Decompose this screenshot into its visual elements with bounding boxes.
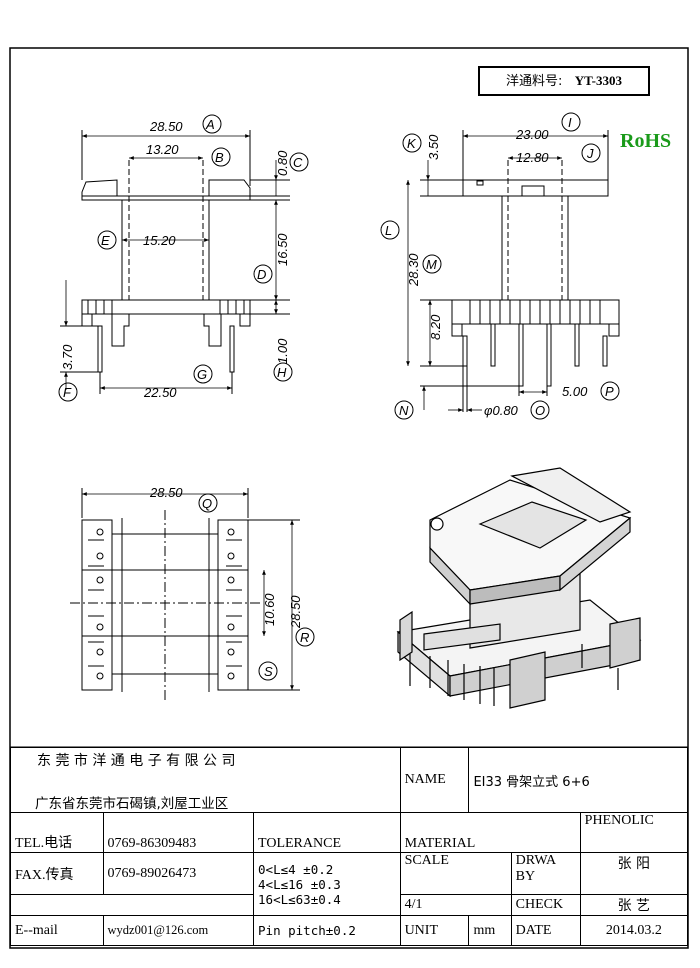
sheet-border bbox=[9, 47, 689, 949]
tolerance-range-1: 0<L≤4 ±0.2 bbox=[258, 861, 334, 877]
side-view bbox=[420, 130, 620, 412]
dim-f-value: 3.70 bbox=[60, 344, 75, 370]
front-dimensions bbox=[64, 134, 278, 390]
side-labels: 23.00 I 12.80 J K 3.50 L 28.30 M 8.20 N … bbox=[380, 112, 620, 420]
dim-o-value: φ0.80 bbox=[484, 403, 519, 418]
ref-s: S bbox=[264, 664, 273, 679]
dim-k-value: 3.50 bbox=[426, 134, 441, 160]
side-dimensions bbox=[406, 134, 608, 412]
ref-b: B bbox=[215, 150, 224, 165]
ref-p: P bbox=[605, 384, 614, 399]
dim-s-value: 10.60 bbox=[262, 593, 277, 626]
fax-value: 0769-89026473 bbox=[102, 852, 255, 895]
date-label: DATE bbox=[510, 915, 581, 946]
ref-r: R bbox=[300, 630, 309, 645]
material-label: MATERIAL bbox=[399, 812, 581, 853]
ref-i: I bbox=[568, 115, 572, 130]
ref-n: N bbox=[399, 403, 409, 418]
fax-label: FAX.传真 bbox=[10, 852, 104, 895]
ref-k: K bbox=[407, 136, 417, 151]
unit-label: UNIT bbox=[399, 915, 470, 946]
ref-f: F bbox=[63, 385, 72, 400]
dim-m2-value: 8.20 bbox=[428, 314, 443, 340]
name-value: EI33 骨架立式 6+6 bbox=[468, 747, 688, 813]
name-label: NAME bbox=[399, 747, 470, 813]
ref-j: J bbox=[586, 146, 594, 161]
date-value: 2014.03.2 bbox=[579, 915, 689, 946]
ref-m: M bbox=[426, 257, 437, 272]
dim-e-value: 15.20 bbox=[143, 233, 176, 248]
tolerance-label: TOLERANCE bbox=[253, 812, 401, 853]
part-number-value: YT-3303 bbox=[574, 73, 622, 88]
dim-b-value: 13.20 bbox=[146, 142, 179, 157]
company-address: 广东省东莞市石碣镇,刘屋工业区 bbox=[35, 796, 229, 812]
front-labels: 28.50 A 13.20 B 15.20 E 0.80 C 16.50 D 1… bbox=[58, 114, 309, 402]
dim-q-value: 28.50 bbox=[149, 485, 183, 500]
ref-g: G bbox=[197, 367, 207, 382]
dim-r-value: 28.50 bbox=[288, 595, 303, 629]
email-value: wydz001@126.com bbox=[102, 915, 255, 946]
check-label: CHECK bbox=[510, 894, 581, 916]
bottom-dimensions bbox=[82, 492, 294, 690]
scale-value: 4/1 bbox=[399, 894, 512, 916]
check-value: 张 艺 bbox=[579, 894, 689, 916]
email-label: E--mail bbox=[10, 915, 104, 946]
bottom-labels: 28.50 Q 28.50 R 10.60 S bbox=[149, 485, 315, 681]
dim-h-value: 1.00 bbox=[275, 338, 290, 364]
tolerance-range-2: 4<L≤16 ±0.3 bbox=[258, 876, 341, 892]
tel-label: TEL.电话 bbox=[10, 812, 104, 853]
ref-l: L bbox=[385, 223, 392, 238]
ref-h: H bbox=[277, 365, 287, 380]
bottom-view bbox=[70, 488, 300, 700]
ref-a: A bbox=[205, 117, 215, 132]
company-cell: 东 莞 市 洋 通 电 子 有 限 公 司 广东省东莞市石碣镇,刘屋工业区 bbox=[10, 747, 401, 813]
dim-d-value: 16.50 bbox=[275, 233, 290, 266]
part-number-box: 洋通料号: YT-3303 bbox=[478, 66, 650, 96]
dim-l-value: 28.30 bbox=[406, 253, 421, 287]
unit-value: mm bbox=[468, 915, 512, 946]
ref-e: E bbox=[101, 233, 110, 248]
tolerance-range-3: 16<L≤63±0.4 bbox=[258, 891, 341, 907]
front-view bbox=[60, 130, 290, 394]
tel-value: 0769-86309483 bbox=[102, 812, 255, 853]
dim-c-value: 0.80 bbox=[275, 150, 290, 176]
ref-c: C bbox=[293, 155, 303, 170]
part-number-label: 洋通料号: bbox=[506, 74, 563, 89]
draw-label: DRWA BY bbox=[510, 852, 581, 895]
tolerance-values: 0<L≤4 ±0.2 4<L≤16 ±0.3 16<L≤63±0.4 bbox=[253, 852, 401, 916]
draw-value: 张 阳 bbox=[579, 852, 689, 895]
dim-j-value: 12.80 bbox=[516, 150, 549, 165]
title-block: 东 莞 市 洋 通 电 子 有 限 公 司 广东省东莞市石碣镇,刘屋工业区 NA… bbox=[9, 747, 689, 946]
ref-o: O bbox=[535, 403, 545, 418]
dim-g-value: 22.50 bbox=[143, 385, 177, 400]
dim-i-value: 23.00 bbox=[515, 127, 549, 142]
ref-d: D bbox=[257, 267, 266, 282]
material-value: PHENOLIC bbox=[579, 812, 689, 853]
rohs-mark: RoHS bbox=[620, 130, 672, 152]
dim-p-value: 5.00 bbox=[562, 384, 588, 399]
scale-label: SCALE bbox=[399, 852, 512, 895]
isometric-view bbox=[396, 467, 642, 709]
ref-q: Q bbox=[202, 496, 212, 511]
pin-pitch-tolerance: Pin pitch±0.2 bbox=[253, 915, 401, 946]
dim-a-value: 28.50 bbox=[149, 119, 183, 134]
company-name: 东 莞 市 洋 通 电 子 有 限 公 司 bbox=[37, 753, 236, 769]
